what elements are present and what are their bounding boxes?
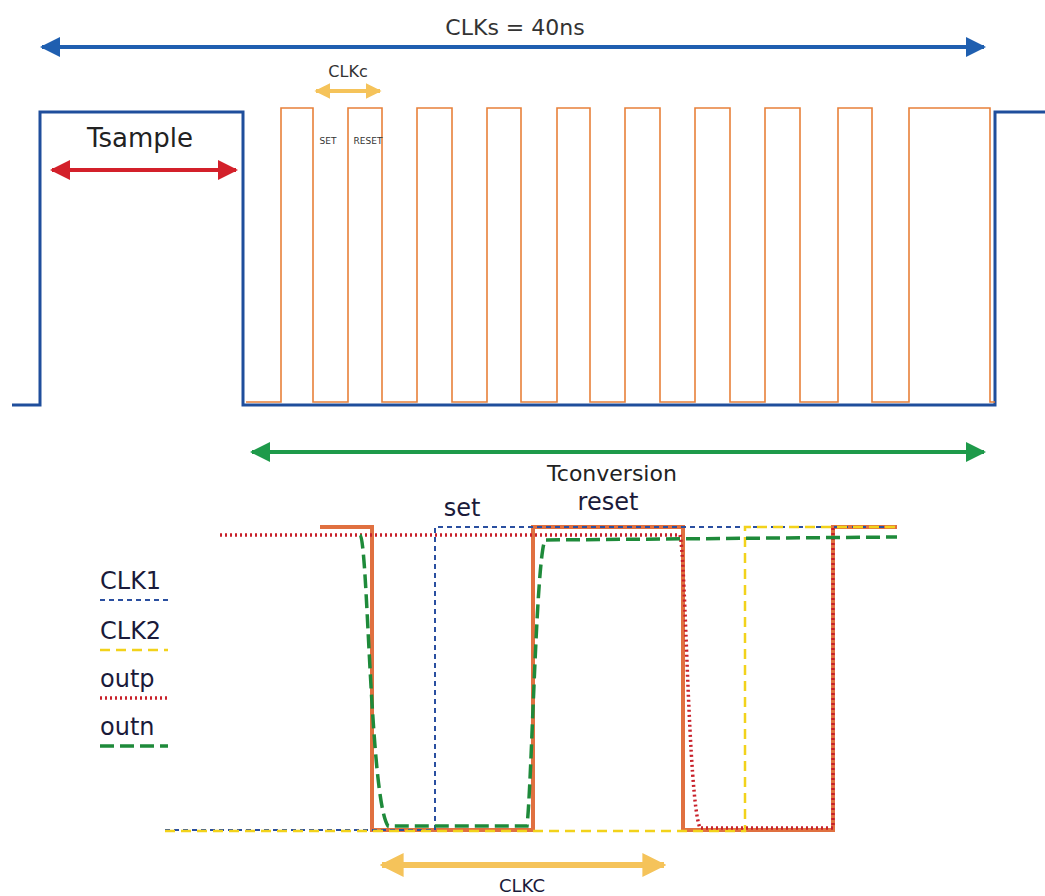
sample-arrow [52,168,236,172]
legend-sample-line [100,696,168,700]
sample-clock-wave [12,112,1045,405]
legend-sample-line [100,649,168,652]
legend-sample-line [100,744,168,748]
set-label: set [441,495,484,521]
legend-text: CLK1 [100,568,161,594]
pulse-train [246,108,995,402]
period-label: CLKs = 40ns [442,16,587,40]
legend-sample-line [100,599,168,601]
legend-text: outn [100,714,155,740]
legend-text: CLK2 [100,618,161,644]
clock-period-arrow [316,89,380,93]
conversion-arrow [252,450,984,454]
outp-wave [220,527,833,828]
clk2-wave [165,527,897,831]
clk1-wave [165,527,897,830]
outn-wave [360,535,897,826]
conversion-label: Tconversion [544,462,680,486]
set-label: SET [317,137,340,147]
clock-label: CLKC [496,876,548,896]
reset-label: RESET [351,137,386,147]
comparator-clock-pulses [246,108,995,402]
period-arrow [42,45,984,49]
reset-label: reset [575,489,642,515]
clock-label: CLKc [325,63,370,81]
comparator-clock-wave [320,527,897,830]
legend-text: outp [100,666,155,692]
clock-period-arrow [382,862,664,868]
sample-label: Tsample [84,124,196,153]
